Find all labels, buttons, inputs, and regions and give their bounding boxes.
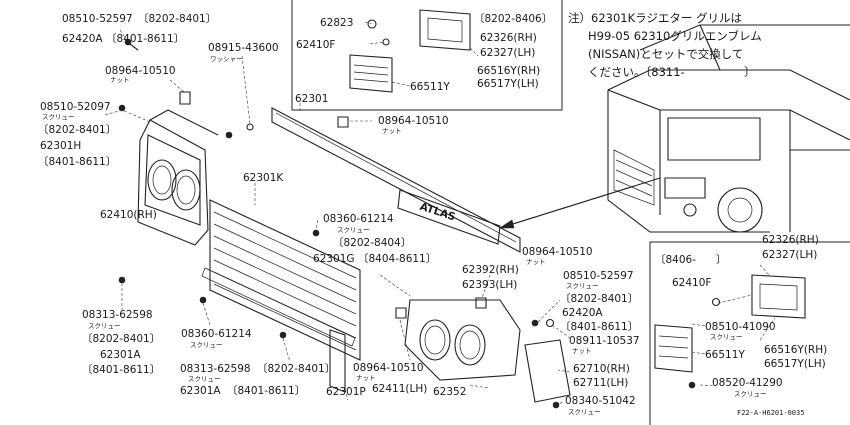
label-62420a-b: 62420A — [562, 307, 603, 319]
label-date-8202-8401-a: 〔8202-8401〕 — [138, 12, 216, 25]
label-date-8404-8611: 〔8404-8611〕 — [358, 252, 436, 265]
label-date-8202-8406: 〔8202-8406〕 — [474, 12, 552, 25]
label-date-8202-8401-e: 〔8202-8401〕 — [560, 292, 638, 305]
sublabel-nut-c: ナット — [356, 374, 376, 382]
sublabel-screw-f: スクリュー — [566, 282, 599, 290]
sublabel-nut-e: ナット — [572, 347, 592, 355]
label-62823: 62823 — [320, 17, 353, 29]
label-62411-lh: 62411(LH) — [372, 383, 427, 395]
label-08510-52097: 08510-52097 — [40, 101, 111, 113]
label-08510-52597-b: 08510-52597 — [563, 270, 634, 282]
sublabel-screw-i: スクリュー — [734, 390, 767, 398]
lower-bar — [329, 329, 346, 393]
note-line-5: 〕 — [744, 65, 756, 79]
label-62327-lh-b: 62327(LH) — [762, 249, 817, 261]
label-62301h: 62301H — [40, 140, 81, 152]
label-62327-lh-a: 62327(LH) — [480, 47, 535, 59]
label-62301k: 62301K — [243, 172, 284, 184]
label-08964-10510-d: 08964-10510 — [522, 246, 593, 258]
upper-garnish-bar — [271, 107, 521, 253]
top-inset-frame — [291, 0, 563, 111]
label-08911-10537: 08911-10537 — [569, 335, 640, 347]
label-date-8202-8401-b: 〔8202-8401〕 — [38, 123, 116, 136]
note-line-1: 注）62301Kラジエター グリルは — [568, 11, 742, 25]
label-62301g: 62301G — [313, 253, 355, 265]
truck-cab-illustration — [607, 24, 850, 233]
label-08510-52597: 08510-52597 — [62, 13, 133, 25]
label-date-8202-8404: 〔8202-8404〕 — [333, 236, 411, 249]
sublabel-washer: ワッシャー — [210, 55, 243, 63]
label-66516y-rh-b: 66516Y(RH) — [764, 344, 827, 356]
sublabel-screw-d: スクリュー — [190, 341, 223, 349]
top-inset-lamp-parts — [349, 9, 471, 93]
label-66511y-b: 66511Y — [705, 349, 745, 361]
label-08520-41290: 08520-41290 — [712, 377, 783, 389]
label-08964-10510-a: 08964-10510 — [105, 65, 176, 77]
label-date-8202-8401-d: 〔8202-8401〕 — [257, 362, 335, 375]
label-66517y-lh-b: 66517Y(LH) — [764, 358, 826, 370]
radiator-grille — [201, 199, 361, 361]
side-panel — [524, 339, 571, 403]
label-62301a-b: 62301A — [180, 385, 221, 397]
sublabel-screw-h: スクリュー — [710, 333, 743, 341]
label-08510-41090: 08510-41090 — [705, 321, 776, 333]
sublabel-nut-d: ナット — [526, 258, 546, 266]
label-date-8401-8611-c: 〔8401-8611〕 — [82, 363, 160, 376]
label-08964-10510-c: 08964-10510 — [353, 362, 424, 374]
label-date-8401-8611-e: 〔8401-8611〕 — [560, 320, 638, 333]
label-62710-rh: 62710(RH) — [573, 363, 630, 375]
label-08360-61214-b: 08360-61214 — [181, 328, 252, 340]
label-62393-lh: 62393(LH) — [462, 279, 517, 291]
label-date-8401-8611-b: 〔8401-8611〕 — [38, 155, 116, 168]
label-62711-lh: 62711(LH) — [573, 377, 628, 389]
label-62420a: 62420A — [62, 33, 103, 45]
sublabel-nut-a: ナット — [110, 76, 130, 84]
figure-code: F22-A-H6201-0035 — [737, 409, 804, 417]
label-62326-rh-b: 62326(RH) — [762, 234, 819, 246]
label-08915-43600: 08915-43600 — [208, 42, 279, 54]
label-08313-62598-b: 08313-62598 — [180, 363, 251, 375]
emblem-plate: ATLAS — [397, 189, 501, 245]
label-62301p: 62301P — [326, 386, 366, 398]
label-08313-62598-a: 08313-62598 — [82, 309, 153, 321]
headlamp-bezel-lh — [404, 299, 521, 381]
label-66511y-a: 66511Y — [410, 81, 450, 93]
sublabel-screw-e: スクリュー — [188, 375, 221, 383]
label-66517y-lh-a: 66517Y(LH) — [477, 78, 539, 90]
label-62301: 62301 — [295, 93, 328, 105]
note-line-3: (NISSAN)とセットで交換して — [588, 47, 743, 61]
reference-arrowhead — [499, 219, 515, 229]
label-62326-rh-a: 62326(RH) — [480, 32, 537, 44]
label-62301a-a: 62301A — [100, 349, 141, 361]
headlamp-bezel-rh — [137, 109, 219, 246]
note-line-4: ください。〔8311- — [588, 65, 685, 79]
label-date-8406: 〔8406- — [655, 253, 696, 266]
label-date-8401-8611-a: 〔8401-8611〕 — [106, 32, 184, 45]
label-08360-61214-a: 08360-61214 — [323, 213, 394, 225]
sublabel-screw-c: スクリュー — [88, 322, 121, 330]
label-62392-rh: 62392(RH) — [462, 264, 519, 276]
label-date-8401-8611-d: 〔8401-8611〕 — [227, 384, 305, 397]
label-62410f-b: 62410F — [672, 277, 711, 289]
label-date-8406-close: 〕 — [716, 253, 727, 266]
sublabel-screw-b: スクリュー — [337, 226, 370, 234]
label-08964-10510-b: 08964-10510 — [378, 115, 449, 127]
bottom-right-inset-lamp-parts — [654, 274, 806, 373]
sublabel-screw-g: スクリュー — [568, 408, 601, 416]
label-date-8202-8401-c: 〔8202-8401〕 — [82, 332, 160, 345]
sublabel-screw-a: スクリュー — [42, 113, 75, 121]
label-62352: 62352 — [433, 386, 466, 398]
reference-arrow — [499, 177, 661, 229]
note-line-2: H99-05 62310グリルエンブレム — [588, 29, 762, 43]
sublabel-nut-b: ナット — [382, 127, 402, 135]
label-66516y-rh-a: 66516Y(RH) — [477, 65, 540, 77]
label-62410f-a: 62410F — [296, 39, 335, 51]
fasteners — [118, 38, 696, 409]
label-08340-51042: 08340-51042 — [565, 395, 636, 407]
bottom-right-inset-frame — [649, 241, 850, 425]
leader-lines — [104, 21, 776, 406]
label-62410-rh: 62410(RH) — [100, 209, 157, 221]
